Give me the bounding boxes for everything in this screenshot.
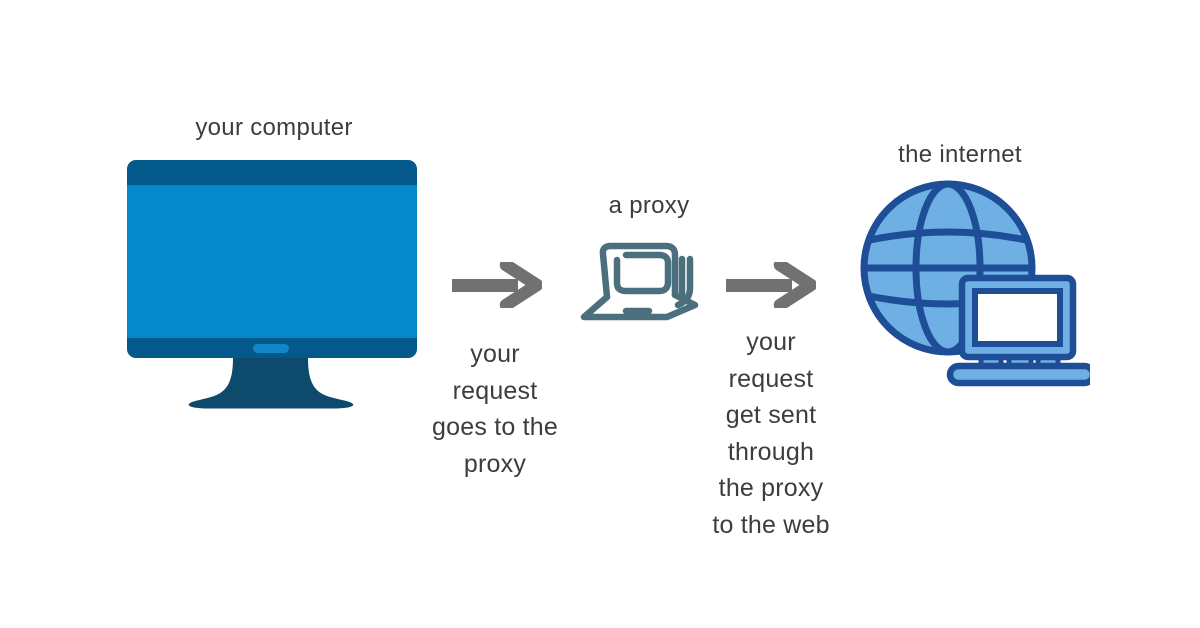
internet-laptop: [946, 274, 1090, 387]
globe-gridlines: [860, 180, 1036, 356]
internet-node-label: the internet: [898, 141, 1022, 168]
arrow-head: [773, 262, 816, 308]
arrow-head: [499, 262, 542, 308]
desktop-computer-icon: [127, 160, 417, 409]
laptop-display-outline: [613, 251, 672, 295]
laptop-monitor-screen: [972, 288, 1063, 347]
laptop-base-bar: [946, 362, 1090, 387]
laptop-base: [580, 291, 699, 321]
arrow-right-icon: [452, 262, 542, 308]
laptop-proxy-icon: [580, 242, 699, 321]
arrow-shaft: [452, 279, 518, 292]
monitor-stand: [188, 358, 354, 409]
monitor-screen: [127, 185, 417, 338]
arrow-right-icon: [726, 262, 816, 308]
laptop-screen-outline: [599, 242, 679, 301]
laptop-stack-edge-outer: [674, 255, 694, 309]
arrow-shaft: [726, 279, 792, 292]
globe-latitude-upper: [866, 228, 1030, 244]
globe-laptop-icon: [860, 180, 1090, 387]
proxy-node-label: a proxy: [608, 192, 690, 219]
computer-node-label: your computer: [195, 114, 353, 141]
monitor-power-button: [253, 344, 289, 353]
step2-caption: your request get sent through the proxy …: [712, 328, 830, 539]
step1-caption: your request goes to the proxy: [432, 340, 558, 478]
